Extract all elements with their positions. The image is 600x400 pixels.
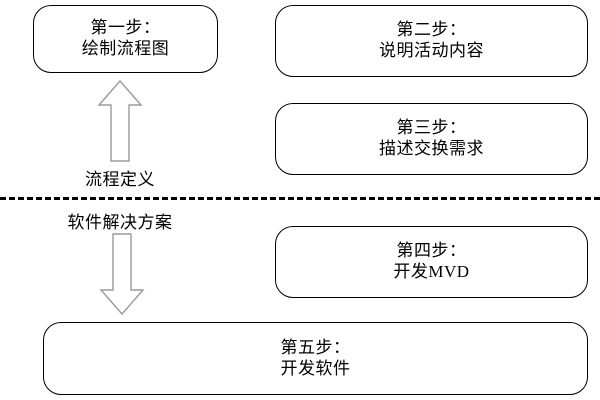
label-software-solution: 软件解决方案 <box>67 213 173 232</box>
node-step2[interactable]: 第二步： 说明活动内容 <box>275 5 588 77</box>
arrow-up-icon <box>97 79 143 163</box>
node-step1-line1: 第一步： <box>90 18 161 38</box>
label-process-definition: 流程定义 <box>85 170 155 189</box>
arrow-down-icon <box>99 232 145 316</box>
node-step5-line2: 开发软件 <box>280 358 351 378</box>
node-step4-line2: 开发MVD <box>393 262 470 281</box>
node-step4-line1: 第四步： <box>396 241 467 261</box>
node-step5[interactable]: 第五步： 开发软件 <box>43 322 588 395</box>
node-step4[interactable]: 第四步： 开发MVD <box>275 226 588 298</box>
node-step3-line2: 描述交换需求 <box>379 139 484 158</box>
node-step1-line2: 绘制流程图 <box>81 39 170 58</box>
node-step1[interactable]: 第一步： 绘制流程图 <box>33 5 218 73</box>
dashed-divider <box>0 197 600 200</box>
node-step5-line1: 第五步： <box>280 337 351 357</box>
node-step3-line1: 第三步： <box>396 118 467 138</box>
node-step2-line1: 第二步： <box>396 20 467 40</box>
node-step2-line2: 说明活动内容 <box>379 41 484 60</box>
node-step3[interactable]: 第三步： 描述交换需求 <box>275 103 588 175</box>
